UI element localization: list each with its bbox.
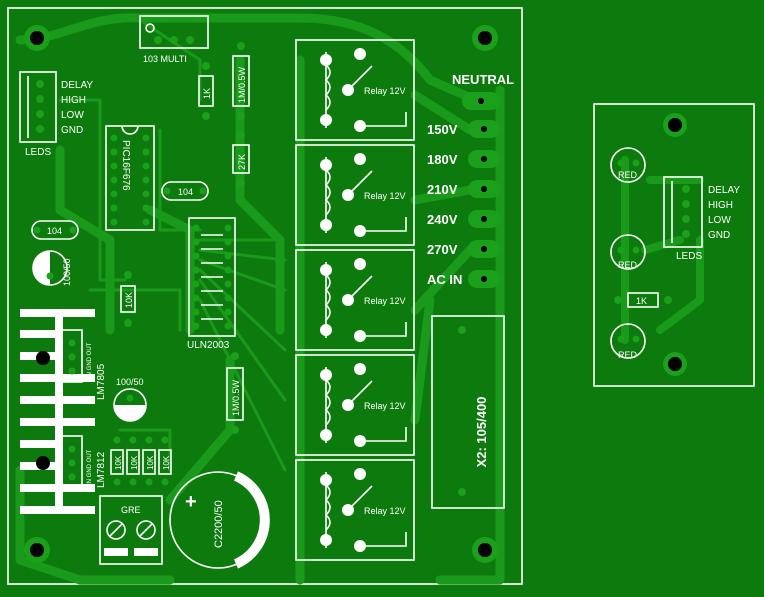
driver-uln2003: ULN2003 (187, 217, 236, 351)
resistor-row: 10K 10K 10K 10K (110, 436, 172, 486)
cap-104-a-label: 104 (178, 187, 193, 197)
connector-210v-label: 210V (427, 182, 458, 197)
relay-3-label: Relay 12V (364, 296, 406, 306)
led-board-resistor-1k: 1K (614, 292, 672, 308)
lm7805-pins: IN GND OUT (87, 342, 93, 378)
mcu-pic16f676: PIC16F676 (105, 125, 155, 231)
connector-270v-label: 270V (427, 242, 458, 257)
resistor-row-2: 10K (126, 436, 140, 486)
led-2-label: RED (618, 260, 638, 270)
resistor-1m-top-label: 1M/0.5W (237, 66, 247, 103)
led-board: RED RED RED DELAY HIGH LOW GND LEDS 1K (593, 103, 755, 387)
output-connectors: NEUTRAL 150V 180V 210V 240V 270V AC IN (427, 72, 514, 288)
cap-100-50-a-label: 100/50 (62, 258, 72, 286)
main-cap-label: C2200/50 (213, 500, 225, 548)
resistor-10k: 10K (120, 271, 136, 327)
resistor-row-2-label: 10K (130, 455, 139, 470)
driver-label: ULN2003 (187, 340, 230, 351)
relay-5-label: Relay 12V (364, 506, 406, 516)
cap-104-b: 104 (31, 220, 79, 240)
leds-pin-gnd: GND (61, 125, 83, 136)
leds-header: DELAY HIGH LOW GND LEDS (19, 71, 93, 158)
led-board-traces (621, 156, 704, 344)
led-board-resistor-label: 1K (636, 296, 647, 306)
relay-4-label: Relay 12V (364, 401, 406, 411)
resistor-row-4-label: 10K (162, 455, 171, 470)
leds-pin-delay: DELAY (61, 80, 93, 91)
cap-104-a: 104 (161, 181, 209, 201)
trimmer-pot: 103 MULTI (139, 15, 209, 64)
transformer-label: X2: 105/400 (474, 397, 489, 468)
relay-1-label: Relay 12V (364, 86, 406, 96)
resistor-10k-label: 10K (124, 292, 134, 308)
led-board-pin-delay: DELAY (708, 185, 740, 196)
leds-caption: LEDS (25, 147, 51, 158)
relay-4: Relay 12V (295, 354, 415, 456)
led-1: RED (610, 147, 646, 183)
lm7812-pins: IN GND OUT (87, 449, 93, 485)
connector-acin-label: AC IN (427, 272, 462, 287)
cap-100-50-a: 100/50 (32, 250, 72, 286)
relay-3: Relay 12V (295, 249, 415, 351)
resistor-row-3-label: 10K (146, 455, 155, 470)
transformer-x2: X2: 105/400 (431, 315, 505, 509)
relay-2-label: Relay 12V (364, 191, 406, 201)
lm7812-label: LM7812 (96, 451, 107, 488)
copper-traces (15, 13, 505, 585)
resistor-1m-bottom: 1M/0.5W (226, 352, 244, 434)
led-2: RED (610, 234, 646, 270)
heatsink (20, 309, 95, 514)
lm7805-label: LM7805 (96, 363, 107, 400)
resistor-row-3: 10K (142, 436, 156, 486)
connector-180v-label: 180V (427, 152, 458, 167)
cap-104-b-label: 104 (47, 226, 62, 236)
led-board-mounting-holes (663, 113, 687, 376)
main-board: 103 MULTI DELAY HIGH LOW GND LEDS 1K 1M/… (7, 7, 523, 585)
relay-2: Relay 12V (295, 144, 415, 246)
connector-neutral-label: NEUTRAL (452, 72, 514, 87)
resistor-row-1-label: 10K (114, 455, 123, 470)
resistor-27k-label: 27K (237, 154, 247, 170)
cap-100-50-b-label: 100/50 (116, 377, 144, 387)
led-board-pin-high: HIGH (708, 200, 733, 211)
relay-1: Relay 12V (295, 39, 415, 141)
resistor-1m-top: 1M/0.5W (232, 42, 250, 120)
relay-5: Relay 12V (295, 459, 415, 561)
resistor-27k: 27K (232, 131, 250, 187)
mounting-holes (24, 25, 498, 563)
resistor-row-1: 10K (110, 436, 124, 486)
resistor-row-4: 10K (158, 436, 172, 486)
led-3: RED (610, 323, 646, 360)
main-capacitor: + C2200/50 (169, 471, 270, 569)
trimmer-label: 103 MULTI (143, 54, 187, 64)
main-board-outline (7, 7, 523, 585)
leds-pin-high: HIGH (61, 95, 86, 106)
cap-100-50-b: 100/50 (113, 377, 147, 422)
led-1-label: RED (618, 170, 638, 180)
led-board-caption: LEDS (676, 251, 702, 262)
led-board-outline (593, 103, 755, 387)
terminal-label: GRE (121, 505, 141, 515)
resistor-1k-label: 1K (202, 88, 212, 99)
led-board-pin-gnd: GND (708, 230, 730, 241)
leds-pin-low: LOW (61, 110, 84, 121)
regulator-lm7805: IN GND OUT LM7805 (61, 329, 107, 400)
connector-240v-label: 240V (427, 212, 458, 227)
led-3-label: RED (618, 350, 638, 360)
resistor-1m-bottom-label: 1M/0.5W (231, 379, 241, 416)
regulator-lm7812: IN GND OUT LM7812 (61, 435, 107, 489)
resistor-1k: 1K (198, 62, 214, 120)
led-board-pin-low: LOW (708, 215, 731, 226)
main-cap-polarity: + (185, 491, 197, 513)
terminal-gre: GRE (99, 495, 163, 565)
led-board-header: DELAY HIGH LOW GND LEDS (663, 176, 740, 262)
mcu-label: PIC16F676 (120, 140, 131, 191)
connector-150v-label: 150V (427, 122, 458, 137)
relays: Relay 12V Relay 12V Relay 12V (295, 39, 415, 561)
